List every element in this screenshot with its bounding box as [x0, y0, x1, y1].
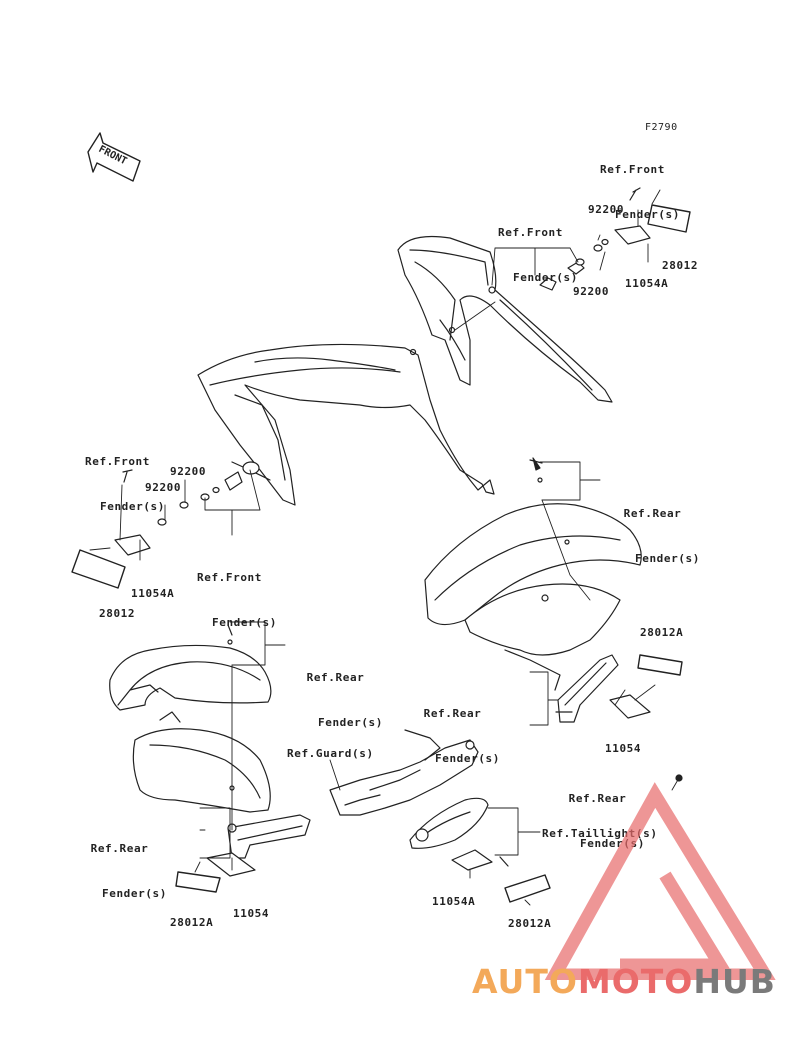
part-number-92200: 92200: [145, 481, 182, 494]
label-line: Ref.Front: [85, 455, 151, 468]
part-number-11054: 11054: [233, 907, 270, 920]
label-ref-front-fender-top: Ref.Front Fender(s): [585, 132, 680, 252]
bracket-11054-right: [609, 694, 651, 719]
part-number-11054a: 11054A: [625, 277, 669, 290]
label-ref-guard: Ref.Guard(s): [287, 747, 374, 760]
upper-shroud-right: [397, 235, 613, 403]
label-line: Fender(s): [635, 552, 701, 565]
label-ref-front-fender-lower: Ref.Front Fender(s): [182, 540, 277, 660]
upper-shroud-left: [197, 343, 495, 506]
bracket-11054a-top-right: [614, 225, 651, 245]
bracket-11054a-bottom-center: [451, 849, 493, 871]
watermark-text-hub: HUB: [693, 962, 776, 1001]
label-line: Ref.Rear: [90, 842, 149, 855]
part-number-92200: 92200: [588, 203, 625, 216]
label-line: Ref.Front: [498, 226, 564, 239]
part-number-28012a: 28012A: [508, 917, 552, 930]
label-line: Ref.Rear: [623, 507, 682, 520]
label-line: Fender(s): [435, 752, 501, 765]
label-ref-rear-fender-5: Ref.Rear Fender(s): [72, 811, 167, 931]
reflector-28012a-right: [637, 654, 683, 676]
part-number-28012: 28012: [99, 607, 136, 620]
label-line: Fender(s): [212, 616, 278, 629]
label-line: Fender(s): [100, 500, 166, 513]
part-number-28012a: 28012A: [640, 626, 684, 639]
rear-cowl-left: [109, 644, 272, 711]
part-number-28012a: 28012A: [170, 916, 214, 929]
label-ref-front-fender-mid: Ref.Front Fender(s): [483, 195, 578, 315]
reflector-28012-top-right: [647, 204, 691, 233]
label-line: Ref.Rear: [568, 792, 627, 805]
bracket-11054a-left: [114, 534, 151, 556]
taillight-assembly: [409, 797, 489, 849]
part-number-11054a: 11054A: [432, 895, 476, 908]
label-line: Fender(s): [318, 716, 384, 729]
watermark-wordmark: AUTOMOTOHUB: [472, 962, 776, 1001]
bracket-11054-bottom-left: [206, 852, 256, 877]
watermark-text-moto: MOTO: [577, 962, 694, 1001]
part-number-28012: 28012: [662, 259, 699, 272]
label-line: Ref.Rear: [306, 671, 365, 684]
part-number-11054: 11054: [605, 742, 642, 755]
label-line: Ref.Rear: [423, 707, 482, 720]
label-ref-front-fender-left: Ref.Front Fender(s): [70, 424, 165, 544]
reflector-28012a-bottom-center: [504, 874, 551, 903]
leader-lines: [89, 189, 680, 906]
label-line: Fender(s): [102, 887, 168, 900]
label-ref-rear-fender-2: Ref.Rear Fender(s): [288, 640, 383, 760]
reflector-28012-left: [71, 549, 126, 589]
watermark-text-auto: AUTO: [472, 962, 578, 1001]
label-line: Fender(s): [513, 271, 579, 284]
bracket-right: [555, 654, 619, 723]
label-line: Ref.Front: [600, 163, 666, 176]
label-line: Fender(s): [615, 208, 681, 221]
diagram-code: F2790: [645, 122, 678, 133]
license-bracket-left: [227, 814, 311, 859]
part-number-92200: 92200: [170, 465, 207, 478]
label-line: Ref.Front: [197, 571, 263, 584]
reflector-28012a-bottom-left: [175, 871, 221, 893]
rear-undertray-left: [132, 711, 271, 813]
rear-fender-right: [424, 457, 642, 691]
label-ref-rear-fender-3: Ref.Rear Fender(s): [405, 676, 500, 796]
part-number-11054a: 11054A: [131, 587, 175, 600]
watermark-triangle-logo: [544, 782, 776, 980]
label-ref-rear-fender-1: Ref.Rear Fender(s): [605, 476, 700, 596]
rear-guard-frame: [329, 729, 479, 816]
front-direction-arrow: FRONT: [87, 132, 141, 182]
part-number-92200: 92200: [573, 285, 610, 298]
